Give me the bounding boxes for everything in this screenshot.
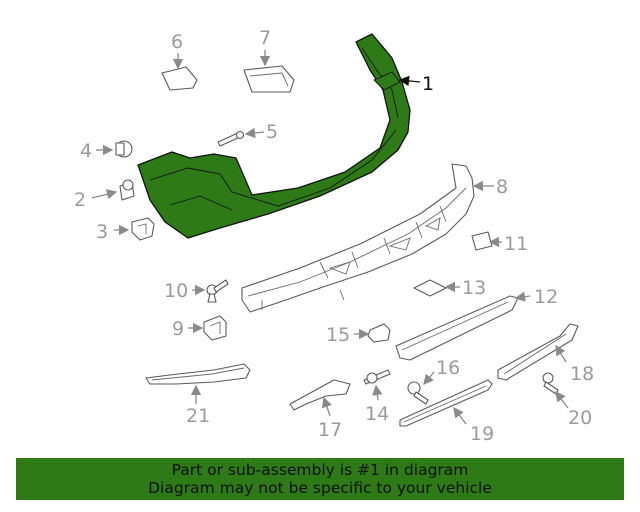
- callout-3[interactable]: 3: [96, 221, 108, 243]
- bracket-part-17[interactable]: [289, 379, 351, 411]
- callout-4[interactable]: 4: [80, 140, 92, 162]
- bumper-cover-part[interactable]: [137, 33, 411, 239]
- pin-part-14[interactable]: [363, 369, 391, 385]
- callout-6[interactable]: 6: [171, 31, 183, 53]
- clip-part-15[interactable]: [367, 323, 391, 343]
- callout-20[interactable]: 20: [568, 407, 592, 429]
- callout-18[interactable]: 18: [570, 363, 594, 385]
- callout-19[interactable]: 19: [470, 423, 494, 445]
- callout-5[interactable]: 5: [266, 121, 278, 143]
- callout-1[interactable]: 1: [422, 73, 434, 95]
- fastener-part-2[interactable]: [119, 179, 135, 201]
- trim-strip-part-18[interactable]: [497, 323, 579, 381]
- clip-part-11[interactable]: [471, 231, 493, 251]
- trim-strip-part-21[interactable]: [145, 363, 251, 385]
- callout-15[interactable]: 15: [326, 324, 350, 346]
- info-banner: Part or sub-assembly is #1 in diagram Di…: [16, 458, 624, 500]
- trim-strip-part-12[interactable]: [395, 295, 519, 361]
- screw-part-5[interactable]: [217, 130, 245, 147]
- callout-17[interactable]: 17: [318, 419, 342, 441]
- banner-line-1: Part or sub-assembly is #1 in diagram: [171, 461, 469, 479]
- callout-16[interactable]: 16: [436, 357, 460, 379]
- reflector-part[interactable]: [243, 65, 295, 93]
- callout-8[interactable]: 8: [496, 176, 508, 198]
- bolt-part-20[interactable]: [542, 372, 559, 395]
- callout-14[interactable]: 14: [365, 403, 389, 425]
- callout-7[interactable]: 7: [259, 27, 271, 49]
- callout-12[interactable]: 12: [534, 286, 558, 308]
- screw-part-16[interactable]: [407, 381, 429, 405]
- trim-strip-part-19[interactable]: [399, 379, 493, 427]
- callout-2[interactable]: 2: [74, 189, 86, 211]
- callout-13[interactable]: 13: [462, 277, 486, 299]
- bracket-part-3[interactable]: [131, 217, 155, 241]
- callout-21[interactable]: 21: [186, 405, 210, 427]
- parts-diagram: 1 2 3 4 5 6 7 8 9 10 11 12 13 14 15 16 1…: [74, 27, 594, 445]
- callout-9[interactable]: 9: [172, 318, 184, 340]
- clip-part-4[interactable]: [115, 140, 133, 158]
- callout-11[interactable]: 11: [504, 233, 528, 255]
- bolt-part-10[interactable]: [206, 279, 229, 303]
- pad-part[interactable]: [161, 66, 198, 91]
- callout-10[interactable]: 10: [164, 280, 188, 302]
- bracket-part-9[interactable]: [203, 315, 227, 341]
- pad-part-13[interactable]: [413, 279, 447, 297]
- reinforcement-part[interactable]: [241, 163, 475, 313]
- banner-line-2: Diagram may not be specific to your vehi…: [148, 479, 492, 497]
